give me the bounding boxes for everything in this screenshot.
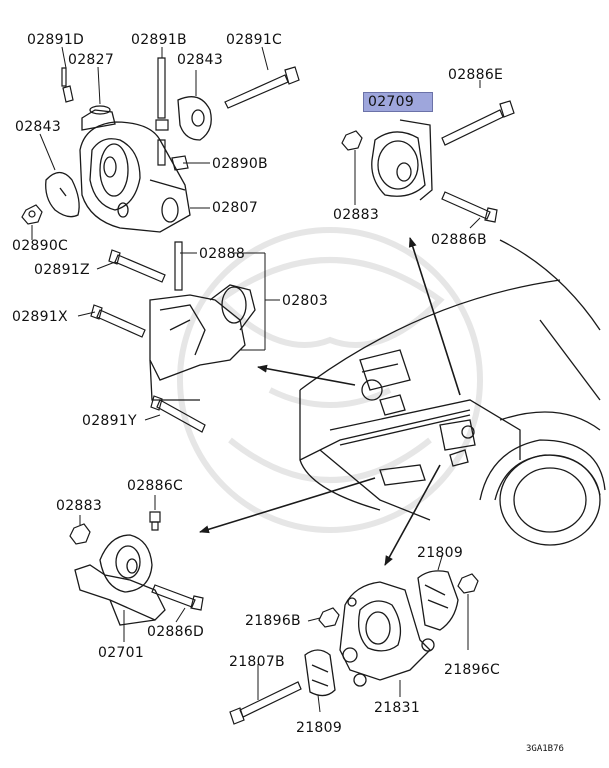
nut-02883-bottom <box>69 523 91 545</box>
label-02891Y: 02891Y <box>82 413 137 429</box>
transmission-mount-02709 <box>371 119 433 201</box>
engine-mount-bracket-02807 <box>79 105 191 233</box>
label-02890B: 02890B <box>212 156 268 172</box>
label-02807: 02807 <box>212 200 259 216</box>
bolt-02891Z <box>108 249 166 283</box>
label-02886E: 02886E <box>448 67 504 83</box>
bolt-21807B <box>229 681 302 725</box>
arrow-to-02701 <box>199 477 376 534</box>
bolt-02886D <box>151 584 204 611</box>
arrow-to-02803 <box>257 364 356 386</box>
label-21807B: 21807B <box>229 654 285 670</box>
label-02891D: 02891D <box>27 32 85 48</box>
label-02883-top: 02883 <box>333 207 380 223</box>
label-02886C: 02886C <box>127 478 184 494</box>
engine-mount-02803 <box>149 284 256 401</box>
mount-02701 <box>74 534 166 626</box>
arrow-to-02709 <box>408 237 461 396</box>
bolt-02891Y <box>150 395 206 433</box>
label-02888: 02888 <box>199 246 246 262</box>
nut-02886C <box>149 511 161 531</box>
leader-lines <box>31 46 481 713</box>
arrow-to-21831 <box>384 464 441 566</box>
label-02886B: 02886B <box>431 232 487 248</box>
label-21896C: 21896C <box>444 662 501 678</box>
label-02891X: 02891X <box>12 309 68 325</box>
label-21809-bottom: 21809 <box>296 720 343 736</box>
bolt-02886E <box>441 100 515 146</box>
bolt-02891D <box>61 67 74 103</box>
watermark-emblem <box>177 227 483 533</box>
vehicle-body-outline <box>299 239 606 546</box>
bolt-02886B <box>441 191 498 223</box>
label-02886D: 02886D <box>147 624 205 640</box>
label-02891B: 02891B <box>131 32 187 48</box>
mount-21831 <box>339 581 435 687</box>
label-02843-top: 02843 <box>177 52 224 68</box>
label-02891Z: 02891Z <box>34 262 90 278</box>
nut-21896B <box>318 607 340 628</box>
label-02891C: 02891C <box>226 32 283 48</box>
nut-02890C <box>21 204 43 225</box>
label-21896B: 21896B <box>245 613 301 629</box>
label-02827: 02827 <box>68 52 115 68</box>
nut-02883-top <box>341 130 363 151</box>
stud-02888 <box>174 241 183 291</box>
label-02843-left: 02843 <box>15 119 62 135</box>
label-02701: 02701 <box>98 645 145 661</box>
label-02890C: 02890C <box>12 238 69 254</box>
bolt-02891C <box>224 66 300 109</box>
mount-cover-02843 <box>177 96 212 141</box>
label-21831: 21831 <box>374 700 421 716</box>
bolt-02891X <box>90 304 146 338</box>
label-02709-highlighted[interactable]: 02709 <box>363 92 434 112</box>
cover-21809-bottom <box>304 649 336 697</box>
pointer-arrows <box>199 237 461 566</box>
diagram-code: 3GA1B76 <box>526 744 564 754</box>
mount-cover-02843-left <box>45 171 80 218</box>
nut-02890B <box>171 155 189 171</box>
label-21809-top: 21809 <box>417 545 464 561</box>
bolt-02891B <box>155 57 169 166</box>
nut-21896C <box>457 573 479 594</box>
cover-21809-top <box>417 570 459 631</box>
label-02803: 02803 <box>282 293 329 309</box>
label-02883-bottom: 02883 <box>56 498 103 514</box>
